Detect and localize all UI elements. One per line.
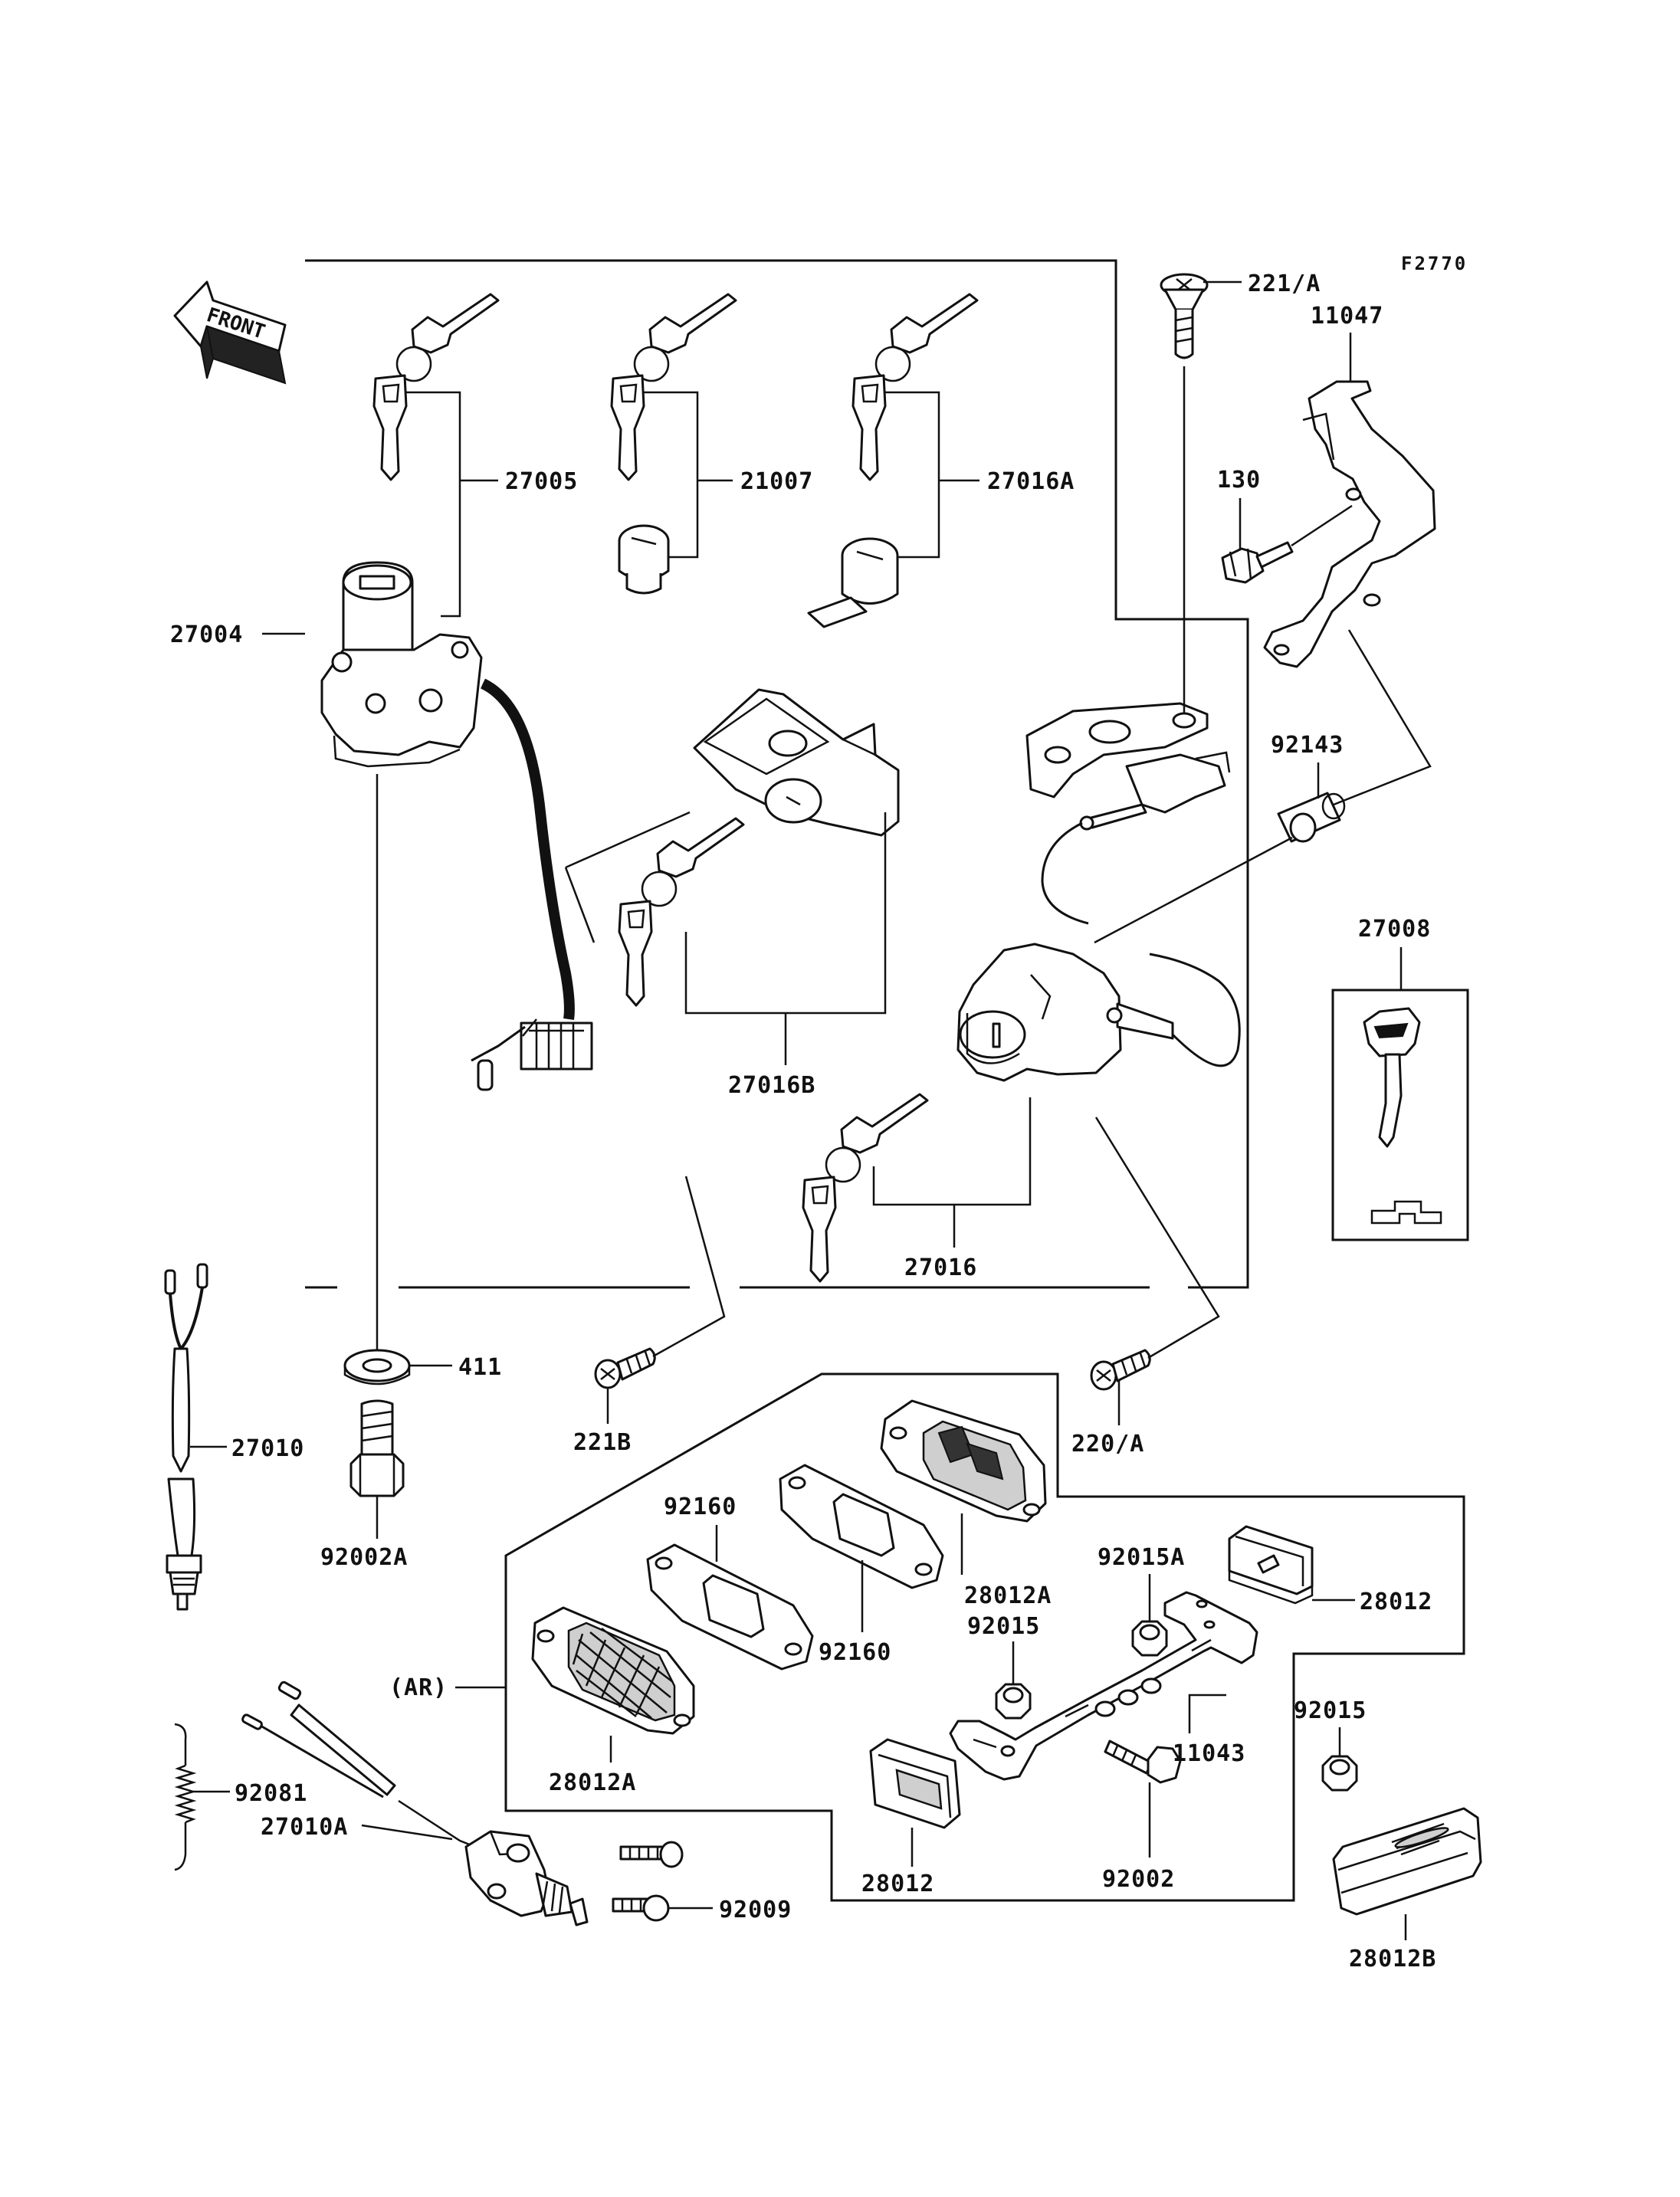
- main-frame-outline: [305, 259, 1249, 1289]
- ignition-switch-27004-icon: [320, 561, 483, 768]
- screw-92009-lower-icon: [612, 1894, 670, 1922]
- key-pair-27005-icon: [372, 293, 500, 481]
- reflector-28012B-icon: [1332, 1807, 1482, 1916]
- helmet-lock-bracket-icon: [1025, 702, 1231, 831]
- label-221B: 221B: [573, 1429, 632, 1456]
- label-27010A: 27010A: [261, 1814, 348, 1841]
- label-92081: 92081: [235, 1780, 307, 1807]
- key-pair-21007-icon: [610, 293, 737, 481]
- lock-cable: [1149, 953, 1241, 1067]
- reflector-bracket-11043-icon: [949, 1591, 1258, 1781]
- figure-code: F2770: [1401, 253, 1468, 274]
- label-411: 411: [458, 1354, 502, 1381]
- label-221A: 221/A: [1248, 271, 1321, 297]
- label-220A: 220/A: [1071, 1431, 1144, 1458]
- label-92015A: 92015A: [1098, 1544, 1185, 1571]
- label-92015-mid: 92015: [967, 1613, 1040, 1640]
- collar-92143-icon: [1277, 792, 1346, 843]
- lower-frame-outline: [504, 1372, 1465, 1902]
- leader-lines: [190, 280, 1432, 1940]
- screw-92009-upper-icon: [619, 1841, 684, 1868]
- label-28012A-top: 28012A: [964, 1582, 1052, 1609]
- nut-92015-right-icon: [1321, 1755, 1358, 1792]
- seat-lock-27016B-icon: [693, 688, 900, 837]
- label-92015-right: 92015: [1294, 1697, 1367, 1724]
- spring-92081-icon: [174, 1723, 197, 1871]
- reflector-28012A-left-icon: [531, 1606, 695, 1735]
- switch-wire-harness: [480, 678, 575, 1021]
- switch-27010-icon: [164, 1263, 208, 1611]
- switch-27010A-icon: [241, 1681, 589, 1926]
- fuel-lock-27016-icon: [956, 943, 1174, 1082]
- nut-92015-mid-icon: [995, 1683, 1032, 1720]
- reflector-28012A-top-icon: [880, 1399, 1047, 1523]
- label-28012-right: 28012: [1360, 1589, 1432, 1615]
- label-92009: 92009: [719, 1897, 792, 1923]
- label-27008: 27008: [1358, 916, 1431, 943]
- gasket-92160-left-icon: [646, 1543, 814, 1671]
- bolt-130-icon: [1221, 541, 1294, 584]
- label-28012-bottom: 28012: [861, 1871, 934, 1897]
- label-11043: 11043: [1173, 1740, 1245, 1767]
- nut-92015A-icon: [1131, 1620, 1168, 1657]
- label-28012A-left: 28012A: [549, 1769, 636, 1796]
- label-27004: 27004: [170, 621, 243, 648]
- label-27016B: 27016B: [728, 1072, 815, 1099]
- reflector-28012-right-icon: [1228, 1525, 1314, 1605]
- front-arrow-icon: FRONT: [173, 280, 287, 385]
- lock-cylinder-21007-icon: [618, 524, 670, 595]
- label-27016A: 27016A: [987, 468, 1075, 495]
- washer-411-icon: [343, 1349, 411, 1385]
- label-92160-right: 92160: [819, 1639, 891, 1666]
- key-pair-27016-icon: [802, 1093, 929, 1283]
- bracket-cable: [1041, 821, 1089, 925]
- part-labels: 27005 21007 27016A 27004 221/A 11047 130…: [170, 271, 1436, 1972]
- label-130: 130: [1217, 467, 1261, 494]
- reflector-28012-bottom-icon: [869, 1738, 961, 1829]
- key-pair-27016B-icon: [618, 817, 745, 1007]
- label-27005: 27005: [505, 468, 578, 495]
- label-92002A: 92002A: [320, 1544, 408, 1571]
- label-92002: 92002: [1102, 1866, 1175, 1893]
- label-92143: 92143: [1271, 732, 1344, 759]
- label-AR: (AR): [389, 1674, 448, 1701]
- label-28012B: 28012B: [1349, 1946, 1436, 1972]
- label-21007: 21007: [740, 468, 813, 495]
- gasket-92160-right-icon: [779, 1464, 944, 1589]
- label-92160-left: 92160: [664, 1494, 737, 1520]
- label-27010: 27010: [231, 1435, 304, 1462]
- stay-bracket-11047-icon: [1263, 380, 1436, 668]
- label-11047: 11047: [1311, 303, 1383, 330]
- screw-220A-icon: [1090, 1349, 1151, 1391]
- bolt-92002-icon: [1104, 1740, 1182, 1784]
- key-pair-27016A-icon: [851, 293, 979, 481]
- screw-221A-icon: [1160, 273, 1209, 359]
- key-blank-27008-icon: [1363, 1007, 1442, 1225]
- lock-cylinder-27016A-icon: [807, 537, 899, 628]
- screw-221B-icon: [594, 1347, 656, 1389]
- bolt-92002A-icon: [349, 1399, 405, 1497]
- connector-plug-icon: [471, 1018, 593, 1091]
- label-27016: 27016: [904, 1254, 977, 1281]
